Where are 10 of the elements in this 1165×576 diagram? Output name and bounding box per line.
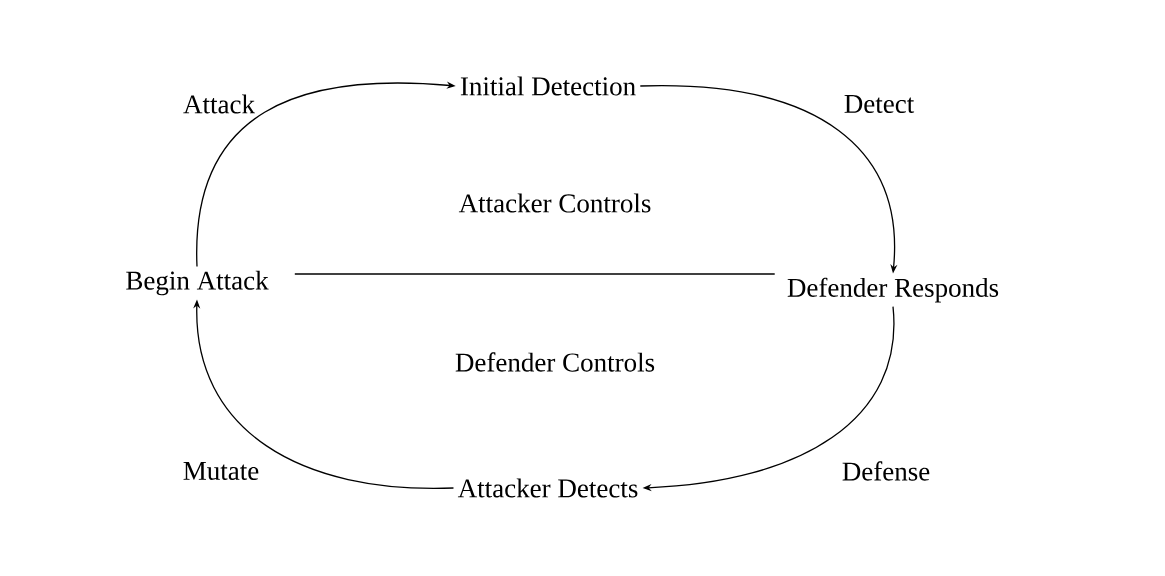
edge-label: Detect (844, 95, 915, 113)
edge-label: Attack (183, 94, 255, 114)
node-label: Begin Attack (126, 270, 269, 296)
node-label: Defender Responds (787, 277, 999, 303)
region-label: Attacker Controls (458, 193, 651, 213)
node-label: Initial Detection (460, 76, 636, 96)
node-label: Attacker Detects (457, 478, 638, 498)
edge-label: Mutate (183, 462, 259, 480)
region-label: Defender Controls (455, 352, 655, 372)
edge-label: Defense (842, 461, 930, 481)
